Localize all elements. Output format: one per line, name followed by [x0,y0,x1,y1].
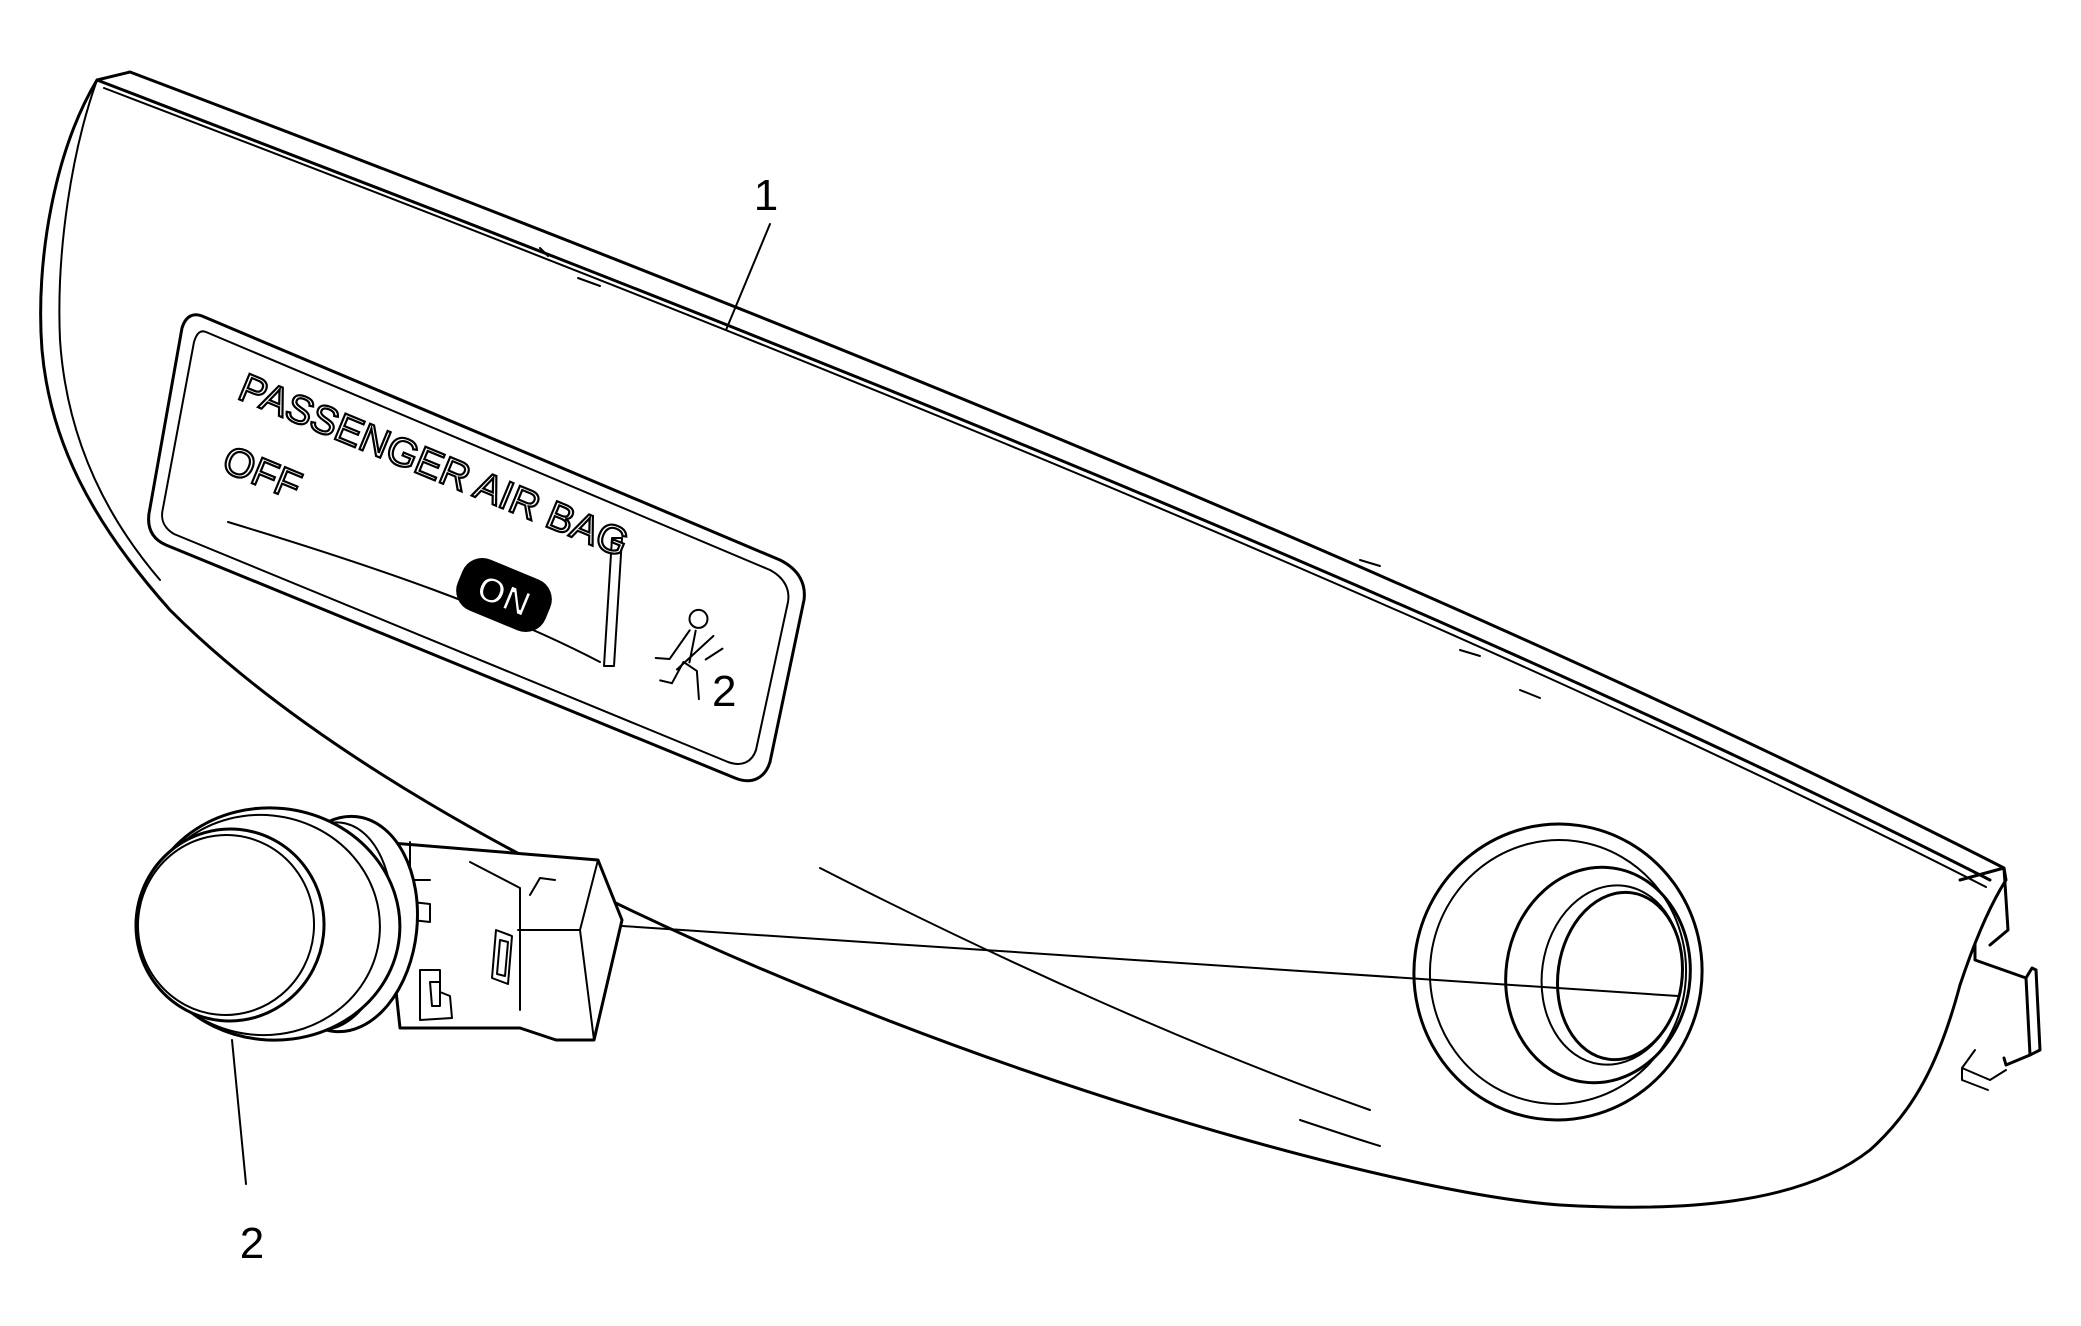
seatbelt-occupant-icon [654,608,724,701]
callout-1: 1 [725,171,778,331]
power-outlet [134,806,624,1042]
callout-2-leader [231,1039,247,1185]
callout-2: 2 [231,1039,264,1268]
callout-2-number: 2 [240,1219,264,1268]
installation-alignment-line [621,925,1679,997]
trim-panel [39,70,2042,1209]
on-indicator-pill [456,558,552,632]
callout-1-leader [725,223,771,331]
outlet-bezel-opening [1412,822,1704,1122]
callout-1-number: 1 [754,171,778,220]
seat-position-number: 2 [712,667,736,716]
